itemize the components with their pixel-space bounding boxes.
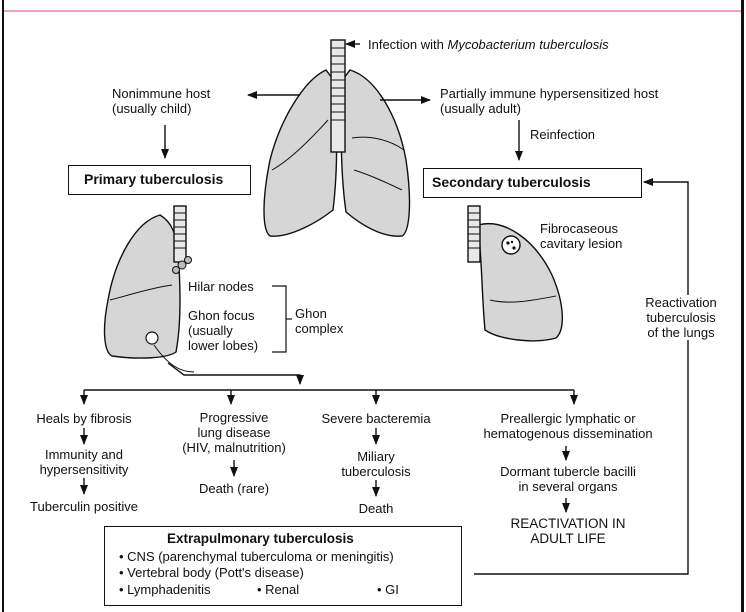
extrapulmonary-item-cns: • CNS (parenchymal tuberculoma or mening… bbox=[119, 549, 394, 564]
preallergic-line1: Preallergic lymphatic or bbox=[478, 411, 658, 426]
infection-prefix: Infection with bbox=[368, 37, 448, 52]
progressive-lung-disease: Progressive lung disease (HIV, malnutrit… bbox=[160, 410, 308, 455]
miliary-line1: Miliary bbox=[306, 449, 446, 464]
reactivation-lungs-line1: Reactivation bbox=[626, 295, 736, 310]
primary-lung bbox=[105, 206, 186, 358]
tuberculin-positive: Tuberculin positive bbox=[14, 499, 154, 514]
preallergic-line2: hematogenous dissemination bbox=[478, 426, 658, 441]
preallergic-dissemination: Preallergic lymphatic or hematogenous di… bbox=[478, 411, 658, 441]
death: Death bbox=[306, 501, 446, 516]
secondary-tb-box: Secondary tuberculosis bbox=[423, 168, 642, 198]
hilar-nodes-label: Hilar nodes bbox=[188, 279, 254, 294]
immunity-line1: Immunity and bbox=[14, 447, 154, 462]
primary-tb-box: Primary tuberculosis bbox=[68, 165, 251, 195]
fibrocaseous-line1: Fibrocaseous bbox=[540, 221, 622, 236]
extrapulmonary-item-renal: • Renal bbox=[257, 582, 299, 597]
dormant-bacilli: Dormant tubercle bacilli in several orga… bbox=[478, 464, 658, 494]
ghon-complex-line1: Ghon bbox=[295, 306, 343, 321]
ghon-focus-line2: (usually bbox=[188, 323, 258, 338]
progressive-line3: (HIV, malnutrition) bbox=[160, 440, 308, 455]
central-lungs bbox=[264, 40, 409, 236]
extrapulmonary-item-vertebral: • Vertebral body (Pott's disease) bbox=[119, 565, 304, 580]
reactivation-adult-line2: ADULT LIFE bbox=[478, 531, 658, 546]
dormant-line2: in several organs bbox=[478, 479, 658, 494]
death-rare: Death (rare) bbox=[160, 481, 308, 496]
immune-host-line2: (usually adult) bbox=[440, 101, 658, 116]
infection-label: Infection with Mycobacterium tuberculosi… bbox=[368, 37, 609, 52]
heals-by-fibrosis: Heals by fibrosis bbox=[14, 411, 154, 426]
fibrocaseous-cavity bbox=[502, 236, 520, 254]
ghon-focus-label: Ghon focus (usually lower lobes) bbox=[188, 308, 258, 353]
outer-border-right bbox=[741, 0, 744, 612]
secondary-tb-title: Secondary tuberculosis bbox=[432, 174, 591, 190]
fibrocaseous-label: Fibrocaseous cavitary lesion bbox=[540, 221, 622, 251]
ghon-complex-line2: complex bbox=[295, 321, 343, 336]
outer-border-left bbox=[2, 0, 4, 612]
nonimmune-host-line2: (usually child) bbox=[112, 101, 210, 116]
central-right-lung bbox=[341, 70, 409, 236]
nonimmune-host-line1: Nonimmune host bbox=[112, 86, 210, 101]
reactivation-adult-line1: REACTIVATION IN bbox=[478, 516, 658, 531]
primary-to-outcomes-pointer bbox=[168, 363, 300, 384]
reactivation-lungs-line3: of the lungs bbox=[626, 325, 736, 340]
nonimmune-host-label: Nonimmune host (usually child) bbox=[112, 86, 210, 116]
reactivation-lungs-label: Reactivation tuberculosis of the lungs bbox=[626, 295, 736, 340]
extrapulmonary-box: Extrapulmonary tuberculosis • CNS (paren… bbox=[104, 526, 462, 606]
immune-host-label: Partially immune hypersensitized host (u… bbox=[440, 86, 658, 116]
ghon-complex-bracket bbox=[272, 286, 286, 352]
progressive-line2: lung disease bbox=[160, 425, 308, 440]
ghon-complex-label: Ghon complex bbox=[295, 306, 343, 336]
ghon-focus-line1: Ghon focus bbox=[188, 308, 258, 323]
immune-host-line1: Partially immune hypersensitized host bbox=[440, 86, 658, 101]
immunity-line2: hypersensitivity bbox=[14, 462, 154, 477]
reactivation-adult-life: REACTIVATION IN ADULT LIFE bbox=[478, 516, 658, 546]
extrapulmonary-title: Extrapulmonary tuberculosis bbox=[167, 531, 354, 546]
extrapulmonary-item-gi: • GI bbox=[377, 582, 399, 597]
fibrocaseous-line2: cavitary lesion bbox=[540, 236, 622, 251]
dormant-line1: Dormant tubercle bacilli bbox=[478, 464, 658, 479]
ghon-focus-lesion bbox=[146, 332, 158, 344]
extrapulmonary-item-lymphadenitis: • Lymphadenitis bbox=[119, 582, 211, 597]
primary-lung-shape bbox=[105, 215, 180, 358]
reinfection-label: Reinfection bbox=[530, 127, 595, 142]
immunity-hypersensitivity: Immunity and hypersensitivity bbox=[14, 447, 154, 477]
severe-bacteremia: Severe bacteremia bbox=[306, 411, 446, 426]
primary-tb-title: Primary tuberculosis bbox=[84, 171, 223, 187]
reactivation-lungs-line2: tuberculosis bbox=[626, 310, 736, 325]
miliary-line2: tuberculosis bbox=[306, 464, 446, 479]
infection-organism: Mycobacterium tuberculosis bbox=[448, 37, 609, 52]
ghon-focus-line3: lower lobes) bbox=[188, 338, 258, 353]
miliary-tuberculosis: Miliary tuberculosis bbox=[306, 449, 446, 479]
progressive-line1: Progressive bbox=[160, 410, 308, 425]
